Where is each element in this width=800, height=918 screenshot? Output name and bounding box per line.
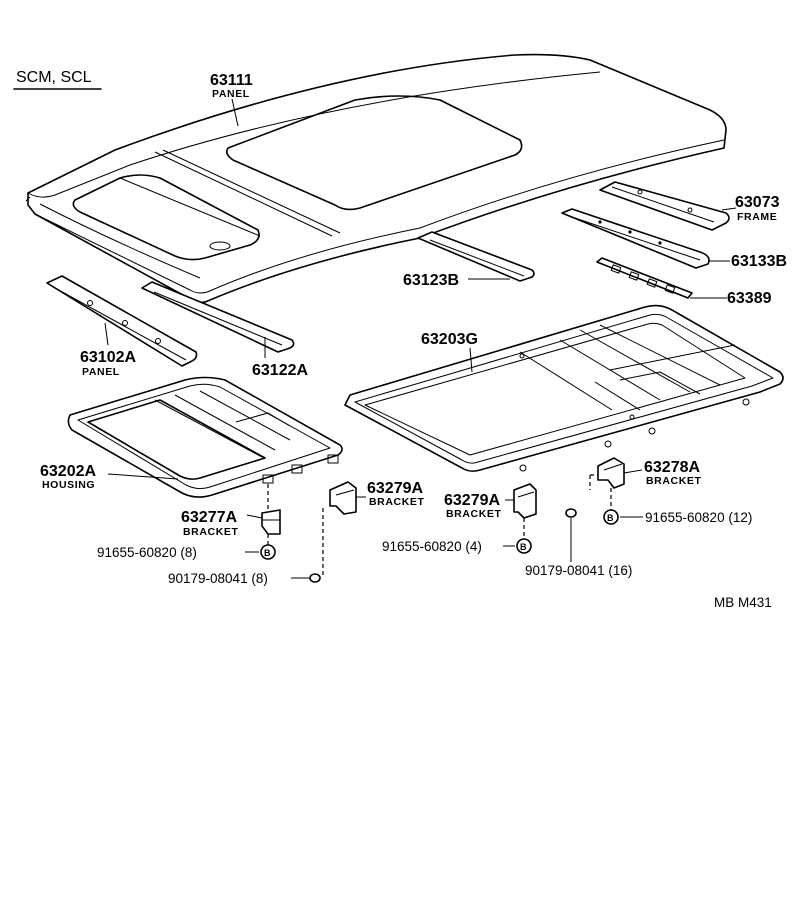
leader-63202a — [107, 473, 179, 480]
rail-63122a-drawing — [141, 281, 295, 353]
frame-63073-drawing — [599, 181, 730, 231]
part-63279a-left-name: BRACKET — [369, 496, 425, 508]
part-63133b-number: 63133B — [731, 253, 787, 270]
part-63278a-number: 63278A — [644, 459, 700, 476]
part-63279a-left-number: 63279A — [367, 480, 423, 497]
part-63277a-name: BRACKET — [183, 526, 239, 538]
leader-63277a — [246, 514, 263, 519]
housing-63202a-drawing — [67, 376, 343, 498]
bolt-b-symbol-mid: B — [520, 542, 527, 552]
leader-63203g — [469, 347, 473, 373]
bracket-63279a-right-drawing — [513, 483, 537, 519]
nut-left-label: 90179-08041 (8) — [168, 571, 268, 586]
part-63203g-number: 63203G — [421, 331, 478, 348]
leader-63102a — [104, 322, 109, 346]
bolt-b-symbol-left: B — [264, 548, 271, 558]
bolt-b-icon-mid — [516, 538, 532, 554]
nut-icon-right — [565, 508, 577, 518]
leader-63278a — [623, 469, 643, 474]
part-63102a-name: PANEL — [82, 366, 120, 378]
part-63111-name: PANEL — [212, 88, 250, 100]
bolt-b-icon-left — [260, 544, 276, 560]
part-63202a-number: 63202A — [40, 463, 96, 480]
panel-63102a-drawing — [46, 275, 198, 367]
bolt-mid-label: 91655-60820 (4) — [382, 539, 482, 554]
roof-panel-drawing — [25, 53, 727, 304]
part-63102a-number: 63102A — [80, 349, 136, 366]
part-63122a-number: 63122A — [252, 362, 308, 379]
bolt-right-label: 91655-60820 (12) — [645, 510, 752, 525]
bolt-b-icon-right — [603, 509, 619, 525]
leader-63111 — [231, 98, 239, 127]
model-code-header: SCM, SCL — [16, 69, 92, 86]
leader-63073 — [721, 207, 737, 211]
rail-63123b-drawing — [417, 231, 535, 282]
bracket-63278a-drawing — [597, 457, 625, 489]
part-63277a-number: 63277A — [181, 509, 237, 526]
nut-right-label: 90179-08041 (16) — [525, 563, 632, 578]
seal-63389-drawing — [596, 257, 693, 299]
part-63389-number: 63389 — [727, 290, 772, 307]
frame-63203g-drawing — [344, 304, 784, 472]
part-63123b-number: 63123B — [403, 272, 459, 289]
part-63279a-right-name: BRACKET — [446, 508, 502, 520]
bracket-63277a-drawing — [261, 509, 281, 535]
part-63279a-right-number: 63279A — [444, 492, 500, 509]
rail-63133b-drawing — [561, 208, 710, 269]
nut-icon-left — [309, 573, 321, 583]
part-63073-name: FRAME — [737, 211, 777, 223]
part-63278a-name: BRACKET — [646, 475, 702, 487]
bolt-left-label: 91655-60820 (8) — [97, 545, 197, 560]
part-63202a-name: HOUSING — [42, 479, 95, 491]
bolt-b-symbol-right: B — [607, 513, 614, 523]
bracket-63279a-left-drawing — [329, 481, 357, 515]
part-63073-number: 63073 — [735, 194, 780, 211]
diagram-reference-code: MB M431 — [714, 595, 772, 610]
part-63111-number: 63111 — [210, 72, 253, 89]
